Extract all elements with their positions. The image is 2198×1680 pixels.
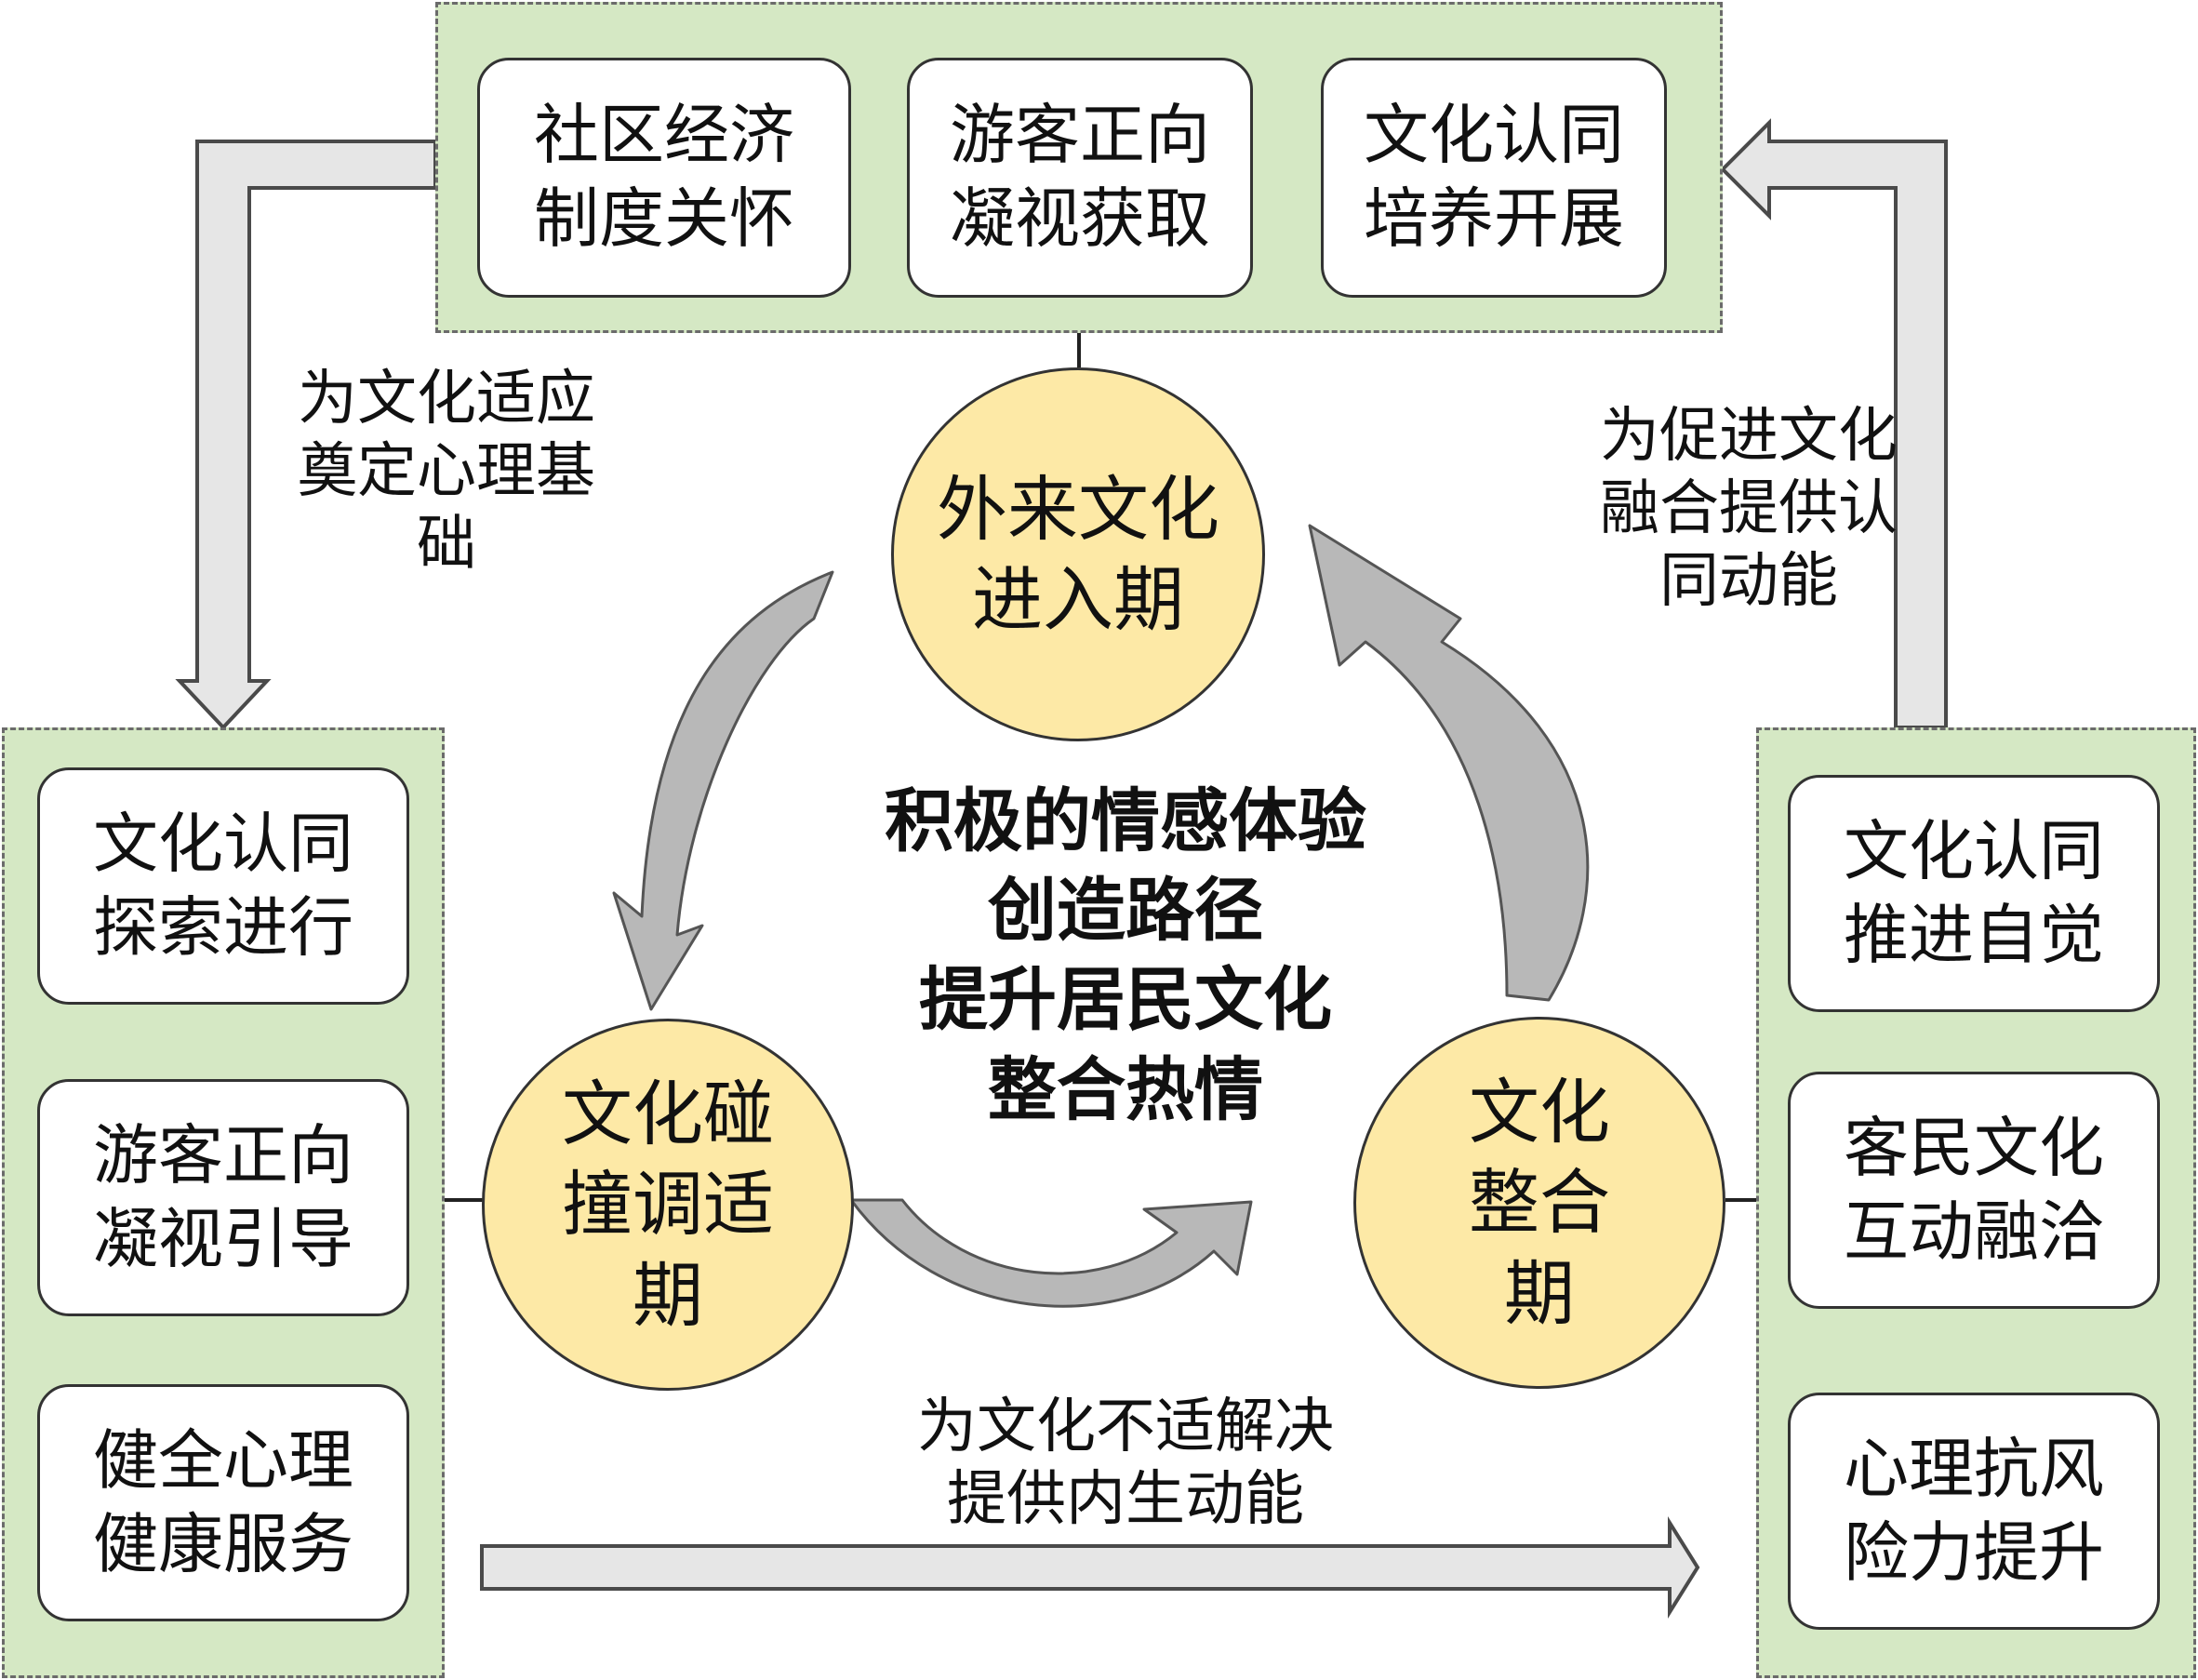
card-tourist-gaze-acquire: 游客正向 凝视获取 [907,58,1253,298]
phase-line: 文化 [1469,1071,1610,1154]
bottom-straight-arrow [480,1516,1700,1619]
card-line: 凝视获取 [950,180,1210,257]
phase-line: 外来文化 [937,467,1219,551]
left-elbow-arrow [175,140,437,730]
card-line: 健康服务 [93,1505,353,1582]
card-line: 文化认同 [93,805,353,882]
card-line: 客民文化 [1844,1109,2104,1186]
card-line: 凝视引导 [93,1200,353,1277]
card-host-guest-interaction: 客民文化 互动融洽 [1788,1072,2160,1309]
phase-circle-integration: 文化 整合 期 [1353,1017,1725,1389]
phase-circle-collision: 文化碰 撞调适 期 [482,1019,854,1391]
label-line: 融合提供认 [1600,474,1898,544]
card-line: 互动融洽 [1844,1193,2104,1270]
label-line: 为文化不适解决 [917,1393,1334,1461]
label-right-arrow: 为促进文化 融合提供认 同动能 [1563,400,1935,618]
center-caption: 积极的情感体验 创造路径 提升居民文化 整合热情 [819,777,1432,1135]
card-line: 心理抗风 [1844,1430,2104,1507]
curved-arrow-left-to-right [849,1198,1253,1308]
label-line: 为促进文化 [1600,402,1898,471]
center-line: 整合热情 [988,1049,1263,1130]
phase-line: 期 [633,1253,703,1337]
card-line: 健全心理 [93,1421,353,1499]
card-mental-health-service: 健全心理 健康服务 [37,1384,409,1621]
label-left-arrow: 为文化适应 奠定心理基 础 [260,363,633,580]
card-line: 社区经济 [534,97,794,174]
center-line: 积极的情感体验 [885,781,1366,861]
card-line: 游客正向 [950,97,1210,174]
card-tourist-gaze-guide: 游客正向 凝视引导 [37,1079,409,1316]
label-line: 础 [417,510,476,580]
card-line: 探索进行 [93,888,353,966]
card-identity-cultivation: 文化认同 培养开展 [1321,58,1667,298]
label-line: 同动能 [1659,547,1838,617]
card-line: 推进自觉 [1844,896,2104,973]
curved-arrow-top-to-left [612,570,834,1011]
phase-line: 撞调适 [562,1163,774,1247]
card-community-economy: 社区经济 制度关怀 [477,58,851,298]
card-line: 培养开展 [1364,180,1624,257]
card-psych-resilience: 心理抗风 险力提升 [1788,1393,2160,1630]
phase-line: 整合 [1469,1161,1610,1245]
phase-line: 期 [1504,1251,1575,1335]
phase-line: 进入期 [972,558,1184,641]
center-line: 创造路径 [988,871,1263,952]
label-line: 提供内生动能 [947,1465,1304,1535]
label-line: 奠定心理基 [298,437,595,507]
curved-arrow-right-to-top [1308,524,1590,1002]
card-line: 游客正向 [93,1116,353,1193]
label-bottom-arrow: 为文化不适解决 提供内生动能 [837,1391,1414,1536]
center-line: 提升居民文化 [919,960,1332,1041]
card-line: 制度关怀 [534,180,794,257]
right-elbow-arrow [1720,118,1948,729]
phase-line: 文化碰 [562,1073,774,1156]
phase-circle-entry: 外来文化 进入期 [891,367,1265,741]
label-line: 为文化适应 [298,365,595,433]
card-identity-consciousness: 文化认同 推进自觉 [1788,775,2160,1012]
card-line: 文化认同 [1364,97,1624,174]
card-identity-explore: 文化认同 探索进行 [37,767,409,1005]
card-line: 险力提升 [1844,1513,2104,1591]
card-line: 文化认同 [1844,812,2104,889]
